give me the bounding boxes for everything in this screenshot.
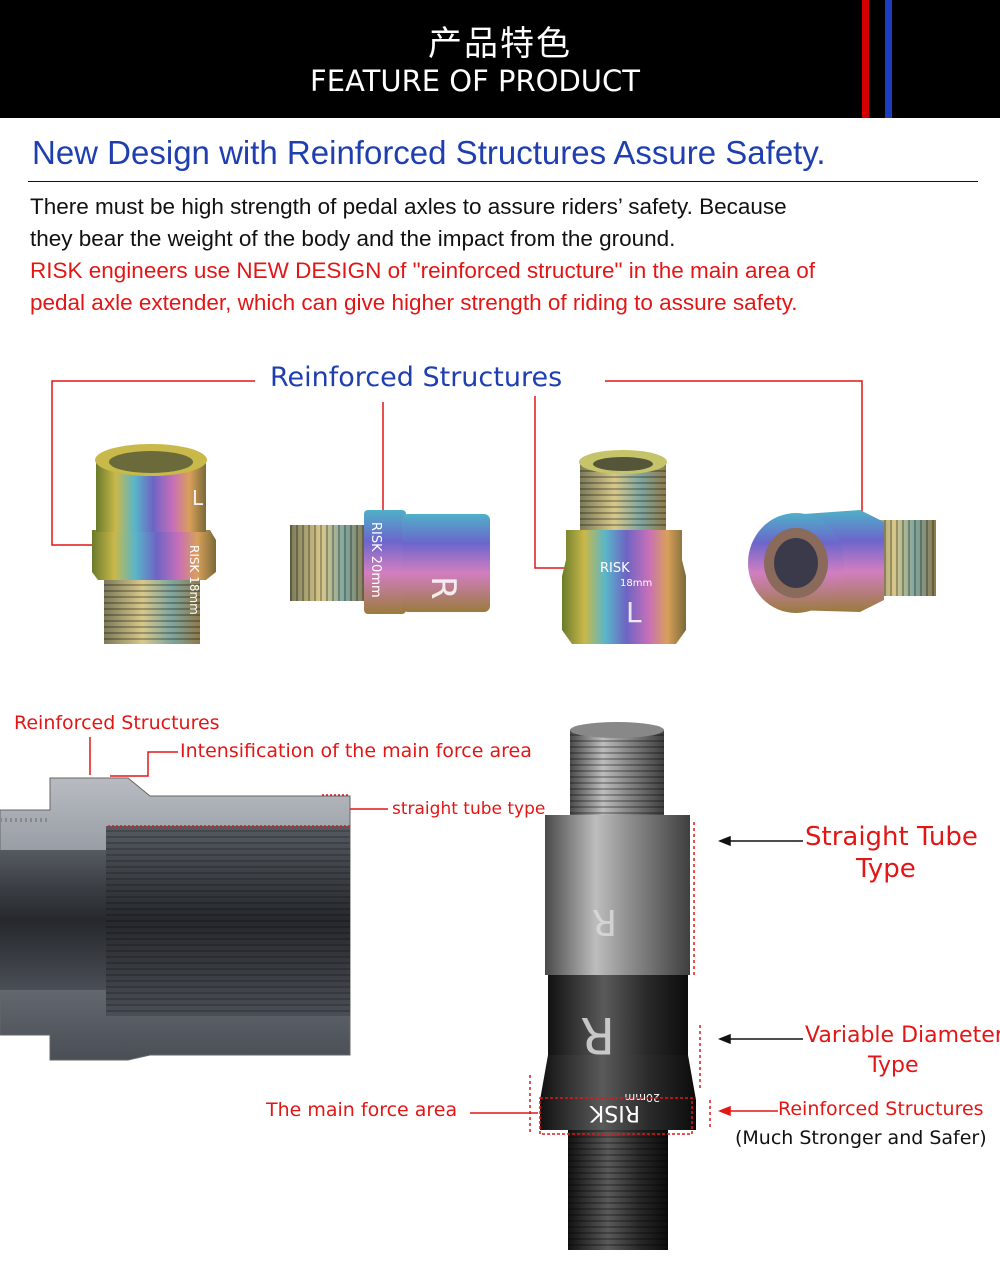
- axle-arrows: [717, 835, 803, 1045]
- extender-part-4: [748, 510, 936, 613]
- intro-line-1: There must be high strength of pedal axl…: [30, 194, 787, 219]
- svg-text:RISK 18mm: RISK 18mm: [187, 545, 201, 615]
- main-force-area-label: The main force area: [266, 1099, 458, 1121]
- cross-section-reinforced-label: Reinforced Structures: [14, 712, 220, 734]
- extender-part-1: RISK 18mm L: [92, 444, 216, 644]
- reinforced-arrow: [717, 1105, 778, 1117]
- headline-divider: [28, 181, 978, 182]
- svg-text:L: L: [192, 486, 204, 510]
- variable-diameter-label-2: Type: [868, 1053, 919, 1078]
- product-row-label: Reinforced Structures: [270, 362, 563, 393]
- svg-text:R: R: [580, 1006, 615, 1064]
- intro-red-line-2: pedal axle extender, which can give high…: [30, 290, 798, 315]
- variable-diameter-label-1: Variable Diameter: [805, 1023, 1000, 1048]
- svg-text:18mm: 18mm: [620, 578, 652, 589]
- svg-text:RISK 20mm: RISK 20mm: [368, 522, 383, 598]
- svg-text:R: R: [423, 576, 463, 600]
- svg-text:RISK: RISK: [589, 1100, 640, 1125]
- extender-part-2: RISK 20mm R: [290, 510, 490, 614]
- axle-reinforced-label: Reinforced Structures: [778, 1098, 984, 1120]
- red-accent-bar: [862, 0, 869, 118]
- stronger-safer-label: (Much Stronger and Safer): [735, 1127, 987, 1149]
- intro-red-line-1: RISK engineers use NEW DESIGN of "reinfo…: [30, 258, 816, 283]
- svg-text:L: L: [626, 596, 642, 629]
- cross-section-leaders: [89, 737, 388, 827]
- svg-text:R: R: [592, 901, 617, 942]
- cross-section-drawing: [0, 777, 351, 1061]
- headline: New Design with Reinforced Structures As…: [32, 134, 826, 171]
- extender-part-3: RISK 18mm L: [562, 450, 686, 644]
- header-title-cn: 产品特色: [428, 24, 572, 64]
- axle-illustration: R R RISK 20mm: [539, 722, 696, 1250]
- svg-text:RISK: RISK: [600, 561, 630, 576]
- axle-guides: [470, 822, 711, 1135]
- header-title-en: FEATURE OF PRODUCT: [310, 64, 640, 98]
- intro-line-2: they bear the weight of the body and the…: [30, 226, 676, 251]
- header-banner: 产品特色 FEATURE OF PRODUCT: [0, 0, 1000, 118]
- blue-accent-bar: [885, 0, 892, 118]
- straight-tube-type-label: straight tube type: [392, 799, 546, 819]
- straight-tube-label-1: Straight Tube: [805, 822, 978, 852]
- intensification-label: Intensification of the main force area: [180, 740, 532, 762]
- straight-tube-label-2: Type: [856, 854, 916, 884]
